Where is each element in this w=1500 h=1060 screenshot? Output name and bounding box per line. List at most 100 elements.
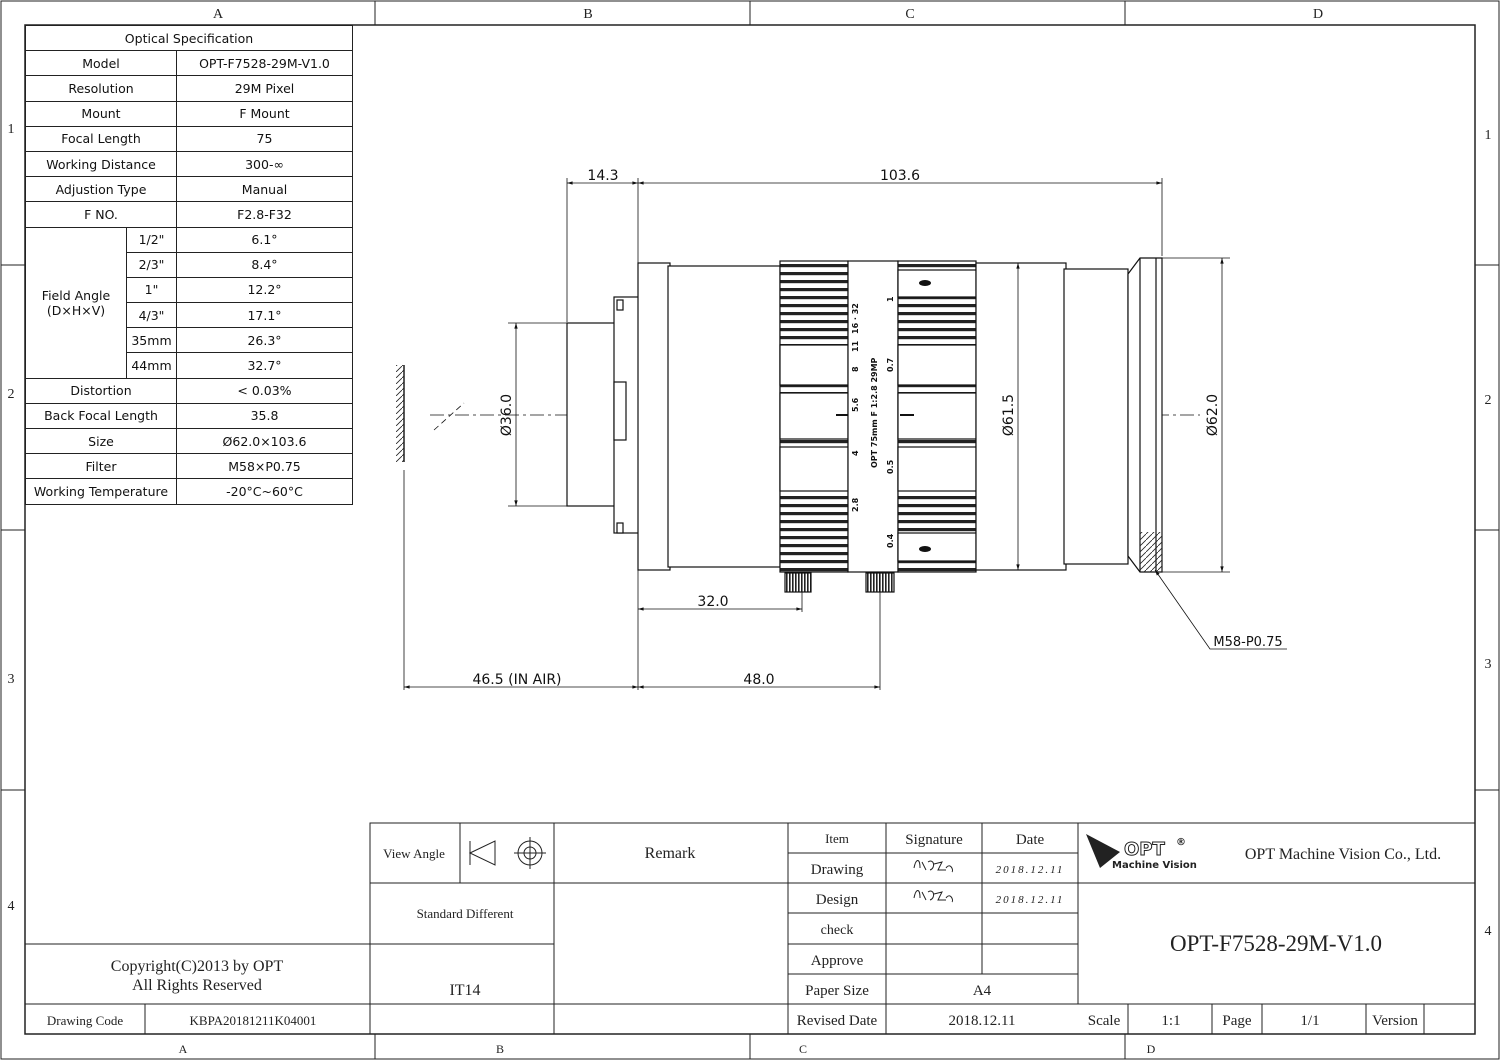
- lens-drawing: [396, 257, 1200, 593]
- title-block-grid: [25, 822, 1476, 1035]
- spec-label-working-temperature: Working Temperature: [25, 478, 177, 505]
- design-signature: [913, 890, 953, 903]
- spec-value-adjustion-type: Manual: [176, 176, 353, 203]
- row-label-1-right: 1: [1485, 128, 1492, 143]
- paper-size-label: Paper Size: [805, 983, 869, 999]
- version-label: Version: [1372, 1013, 1418, 1029]
- focus-mark-0-7: 0.7: [886, 358, 895, 372]
- field-angle-value: 8.4°: [176, 251, 353, 278]
- spec-value-working-distance: 300-∞: [176, 150, 353, 178]
- logo-subtitle: Machine Vision: [1112, 860, 1197, 871]
- aperture-mark-2-8: 2.8: [851, 497, 860, 512]
- approve-label: Approve: [811, 953, 864, 969]
- svg-text:®: ®: [1176, 837, 1186, 848]
- row-label-2-left: 2: [8, 387, 15, 402]
- page-value: 1/1: [1300, 1013, 1319, 1029]
- dim-thread: M58-P0.75: [1213, 635, 1282, 650]
- field-angle-sensor: 4/3": [126, 302, 177, 329]
- spec-value-resolution: 29M Pixel: [176, 75, 353, 102]
- standard-different-label: Standard Different: [417, 906, 514, 921]
- spec-label-working-distance: Working Distance: [25, 150, 177, 178]
- dim-48: 48.0: [743, 672, 774, 688]
- spec-value-distortion: < 0.03%: [176, 377, 353, 404]
- drawing-code-label: Drawing Code: [47, 1013, 123, 1028]
- logo-text: OPT: [1124, 839, 1165, 860]
- spec-value-focal-length: 75: [176, 125, 353, 152]
- scale-value: 1:1: [1161, 1013, 1180, 1029]
- spec-value-working-temperature: -20°C~60°C: [176, 478, 353, 505]
- tolerance-grade: IT14: [449, 982, 480, 999]
- drawing-date: 2018.12.11: [996, 864, 1065, 876]
- aperture-mark-11: 11: [851, 340, 860, 352]
- aperture-mark-16-32: 16 · 32: [851, 303, 860, 334]
- lens-markings: 2.8 4 5.6 8 11 16 · 32 OPT 75mm F 1:2.8 …: [851, 296, 895, 548]
- row-label-1-left: 1: [8, 122, 15, 137]
- field-angle-value: 12.2°: [176, 276, 353, 304]
- aperture-mark-4: 4: [851, 450, 860, 456]
- spec-value-f-no: F2.8-F32: [176, 201, 353, 228]
- dim-dia-36: Ø36.0: [499, 394, 515, 436]
- col-label-c-bottom: C: [799, 1042, 807, 1056]
- row-label-4-left: 4: [8, 899, 15, 914]
- copyright-line1: Copyright(C)2013 by OPT: [111, 958, 284, 975]
- focus-mark-1: 1: [886, 296, 895, 302]
- col-label-b-bottom: B: [496, 1042, 504, 1056]
- lock-screw-1: [784, 572, 812, 593]
- spec-label-f-no: F NO.: [25, 201, 177, 228]
- spec-title: Optical Specification: [25, 24, 353, 52]
- scale-ring: [847, 260, 899, 573]
- spec-label-adjustion-type: Adjustion Type: [25, 176, 177, 203]
- drawing-label: Drawing: [811, 862, 864, 878]
- spec-label-resolution: Resolution: [25, 75, 177, 102]
- item-header: Item: [825, 831, 849, 846]
- dimension-labels: 14.3 103.6 Ø36.0 Ø61.5 Ø62.0 32.0 46.5 (…: [472, 168, 1282, 688]
- col-label-c-top: C: [905, 7, 914, 22]
- dimension-lines: [403, 178, 1287, 690]
- spec-label-focal-length: Focal Length: [25, 125, 177, 152]
- copyright-line2: All Rights Reserved: [132, 977, 262, 994]
- field-angle-line1: Field Angle: [41, 287, 111, 303]
- row-label-4-right: 4: [1485, 924, 1492, 939]
- title-block-text: View Angle Remark Standard Different IT1…: [47, 831, 1441, 1029]
- barrel-body: [667, 265, 781, 568]
- focus-mark-0-4: 0.4: [886, 533, 895, 548]
- spec-value-model: OPT-F7528-29M-V1.0: [176, 50, 353, 77]
- field-angle-sensor: 44mm: [126, 352, 177, 379]
- spec-label-filter: Filter: [25, 453, 177, 480]
- row-label-3-left: 3: [8, 672, 15, 687]
- field-angle-sensor: 1": [126, 276, 177, 304]
- spec-label-mount: Mount: [25, 100, 177, 127]
- spec-value-mount: F Mount: [176, 100, 353, 127]
- field-angle-sensor: 2/3": [126, 251, 177, 278]
- spec-label-back-focal-length: Back Focal Length: [25, 402, 177, 430]
- mount-barrel: [566, 322, 618, 507]
- dim-46-5-in-air: 46.5 (IN AIR): [472, 672, 561, 688]
- spec-label-distortion: Distortion: [25, 377, 177, 404]
- front-thread-ring: [1127, 257, 1163, 573]
- spec-label-size: Size: [25, 427, 177, 455]
- opt-logo: OPT ® Machine Vision: [1086, 834, 1197, 871]
- remark-label: Remark: [645, 845, 696, 862]
- col-label-a-bottom: A: [179, 1042, 188, 1056]
- revised-date-value: 2018.12.11: [949, 1013, 1016, 1029]
- paper-size-value: A4: [973, 983, 992, 999]
- spec-value-back-focal-length: 35.8: [176, 402, 353, 430]
- drawing-code: KBPA20181211K04001: [190, 1013, 317, 1028]
- row-label-2-right: 2: [1485, 393, 1492, 408]
- spec-label-field-angle: Field Angle (D×H×V): [25, 226, 127, 379]
- dim-dia-61-5: Ø61.5: [1001, 394, 1017, 436]
- dim-dia-62: Ø62.0: [1205, 394, 1221, 436]
- lens-brand-text: OPT 75mm F 1:2.8 29MP: [870, 357, 879, 468]
- row-label-3-right: 3: [1485, 657, 1492, 672]
- third-angle-projection-icon: [468, 837, 546, 869]
- focus-mark-0-5: 0.5: [886, 459, 895, 474]
- field-angle-value: 32.7°: [176, 352, 353, 379]
- signatures: [913, 860, 953, 903]
- aperture-mark-8: 8: [851, 366, 860, 372]
- view-angle-label: View Angle: [383, 846, 445, 861]
- date-header: Date: [1016, 832, 1045, 848]
- check-label: check: [821, 923, 854, 938]
- dim-14-3: 14.3: [587, 168, 618, 184]
